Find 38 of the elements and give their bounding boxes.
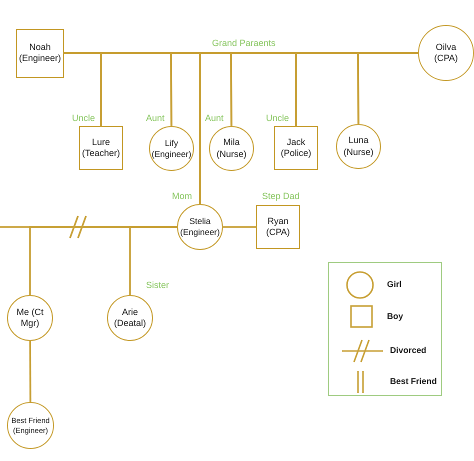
- person-square: [256, 205, 300, 249]
- legend-label: Boy: [387, 311, 404, 321]
- person-circle: [336, 124, 381, 169]
- person-name: Arie (Deatal): [112, 306, 147, 330]
- person-square: [274, 126, 318, 170]
- relation-label: Uncle: [266, 113, 290, 123]
- person-name: Noah (Engineer): [18, 42, 62, 64]
- connector-line: [357, 52, 418, 124]
- connector-line: [223, 226, 256, 228]
- legend-label: Girl: [387, 279, 402, 289]
- connector-line: [129, 226, 177, 295]
- person-name: Lify (Engineer): [152, 138, 192, 160]
- relation-label: Step Dad: [262, 191, 300, 201]
- person-circle: [177, 204, 223, 250]
- person-name: Ryan (CPA): [265, 216, 291, 238]
- person-square: [16, 28, 64, 78]
- relation-label: Sister: [146, 280, 170, 290]
- person-name: Stelia (Engineer): [180, 216, 220, 238]
- person-name: Me (Ct Mgr): [16, 306, 44, 330]
- person-circle: [209, 126, 254, 171]
- edge-label: Grand Paraents: [211, 38, 277, 48]
- relation-label: Aunt: [146, 113, 165, 123]
- person-name: Jack (Police): [280, 136, 312, 160]
- person-circle: [107, 295, 153, 341]
- relation-label: Mom: [172, 191, 192, 201]
- person-name: Mila (Nurse): [215, 137, 248, 160]
- relation-label: Aunt: [205, 113, 224, 123]
- person-square: [79, 126, 123, 170]
- person-circle: [149, 126, 194, 171]
- connector-line: [29, 341, 32, 402]
- legend-label: Best Friend: [390, 376, 437, 386]
- legend-label: Divorced: [390, 345, 426, 355]
- person-name: Oilva (CPA): [433, 42, 459, 64]
- person-name: Lure (Teacher): [80, 136, 121, 160]
- person-circle: [7, 402, 54, 449]
- person-circle: [7, 295, 53, 341]
- relation-label: Uncle: [72, 113, 96, 123]
- person-name: Luna (Nurse): [342, 135, 374, 158]
